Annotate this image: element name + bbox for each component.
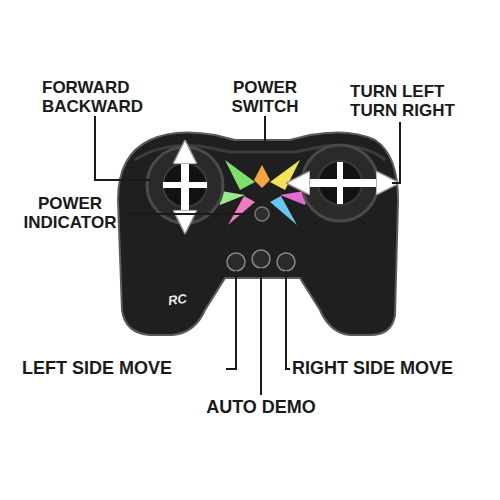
led-segment	[270, 196, 297, 225]
led-segment	[254, 165, 270, 188]
leader-line	[286, 271, 290, 369]
leader-line	[226, 271, 236, 369]
part-label: POWER INDICATOR	[15, 194, 125, 232]
leader-line	[126, 213, 254, 215]
brand-logo: RC	[167, 291, 188, 308]
leader-lines	[95, 116, 400, 395]
part-label: TURN LEFT TURN RIGHT	[350, 82, 470, 120]
part-label: RIGHT SIDE MOVE	[292, 358, 453, 378]
part-label: LEFT SIDE MOVE	[22, 358, 172, 378]
led-segment	[228, 196, 255, 225]
led-segment	[270, 160, 300, 190]
part-label: POWER SWITCH	[215, 78, 315, 116]
demo-button	[252, 250, 270, 268]
left-button	[227, 253, 245, 271]
leader-line	[95, 116, 150, 180]
leader-line	[392, 122, 400, 183]
right-button	[277, 253, 295, 271]
cross-bar	[163, 182, 207, 188]
power-indicator-light	[255, 207, 269, 221]
led-segment	[225, 160, 255, 190]
cross-bar	[337, 162, 343, 204]
part-label: AUTO DEMO	[196, 397, 326, 417]
controller-body	[118, 132, 398, 335]
left-joystick-base	[147, 147, 223, 223]
part-label: FORWARD BACKWARD	[42, 78, 172, 116]
led-pattern	[215, 160, 310, 225]
leader-line	[260, 268, 262, 395]
leader-line	[264, 116, 266, 142]
